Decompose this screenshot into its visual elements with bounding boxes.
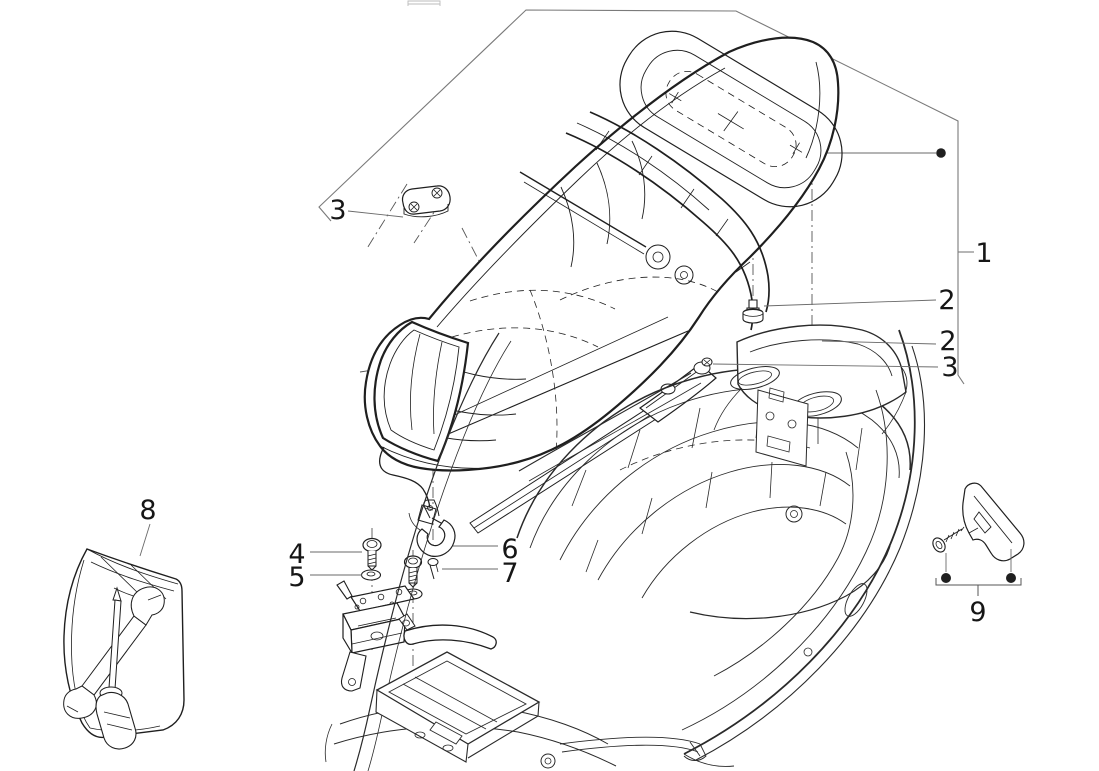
callout-labels: 1 2 2 3 3 4 5 6 7 8 9 — [139, 195, 992, 628]
fastener-9-group — [930, 483, 1024, 596]
pin-7 — [428, 559, 438, 580]
hinge-boss-circles — [646, 245, 693, 284]
leader-2a — [764, 300, 936, 306]
lock-assembly — [337, 581, 496, 691]
bracket-3-left — [402, 186, 450, 217]
body-drawing — [325, 290, 924, 771]
leader-8 — [140, 524, 150, 556]
leader-lines — [140, 211, 938, 575]
bracket-9 — [963, 483, 1024, 561]
screw-4a — [363, 539, 381, 571]
storage-box — [376, 652, 539, 762]
callout-label-3b: 3 — [941, 352, 958, 383]
callout-label-3a: 3 — [329, 195, 346, 226]
callout-label-2b: 2 — [939, 326, 956, 357]
washer-5a — [362, 570, 381, 580]
leader-3-left — [348, 211, 403, 217]
callout-label-2a: 2 — [938, 285, 955, 316]
callout-label-8: 8 — [139, 495, 156, 526]
bracket-dot-left — [941, 573, 951, 583]
tail-panel — [682, 330, 925, 767]
keeper-plate — [756, 388, 808, 466]
floor-screw — [541, 754, 555, 768]
bracket-dot-right — [1006, 573, 1016, 583]
rail-screw-boss — [786, 506, 802, 522]
grommet-2a — [743, 300, 763, 323]
boundary-dot — [936, 148, 946, 158]
saddle-outline — [365, 38, 839, 471]
striker-blade — [404, 625, 496, 649]
tool-bag — [64, 549, 184, 749]
callout-label-1: 1 — [975, 238, 992, 269]
callout-label-9: 9 — [969, 597, 986, 628]
group-bracket-line — [936, 578, 1021, 596]
leader-2b — [822, 341, 936, 344]
callout-boundary — [319, 10, 974, 384]
rear-pad — [601, 13, 860, 226]
callout-label-6: 6 — [501, 534, 518, 565]
callout-label-4: 4 — [288, 539, 305, 570]
body-left-edge — [354, 333, 499, 771]
callout-label-7: 7 — [501, 558, 518, 589]
screwdriver — [96, 588, 136, 749]
callout-label-5: 5 — [288, 562, 305, 593]
rear-rack — [728, 325, 907, 421]
leader-3-right — [713, 364, 938, 367]
nose-flap — [374, 322, 468, 461]
cropped-artifact — [408, 1, 440, 6]
screw-9 — [930, 527, 964, 554]
